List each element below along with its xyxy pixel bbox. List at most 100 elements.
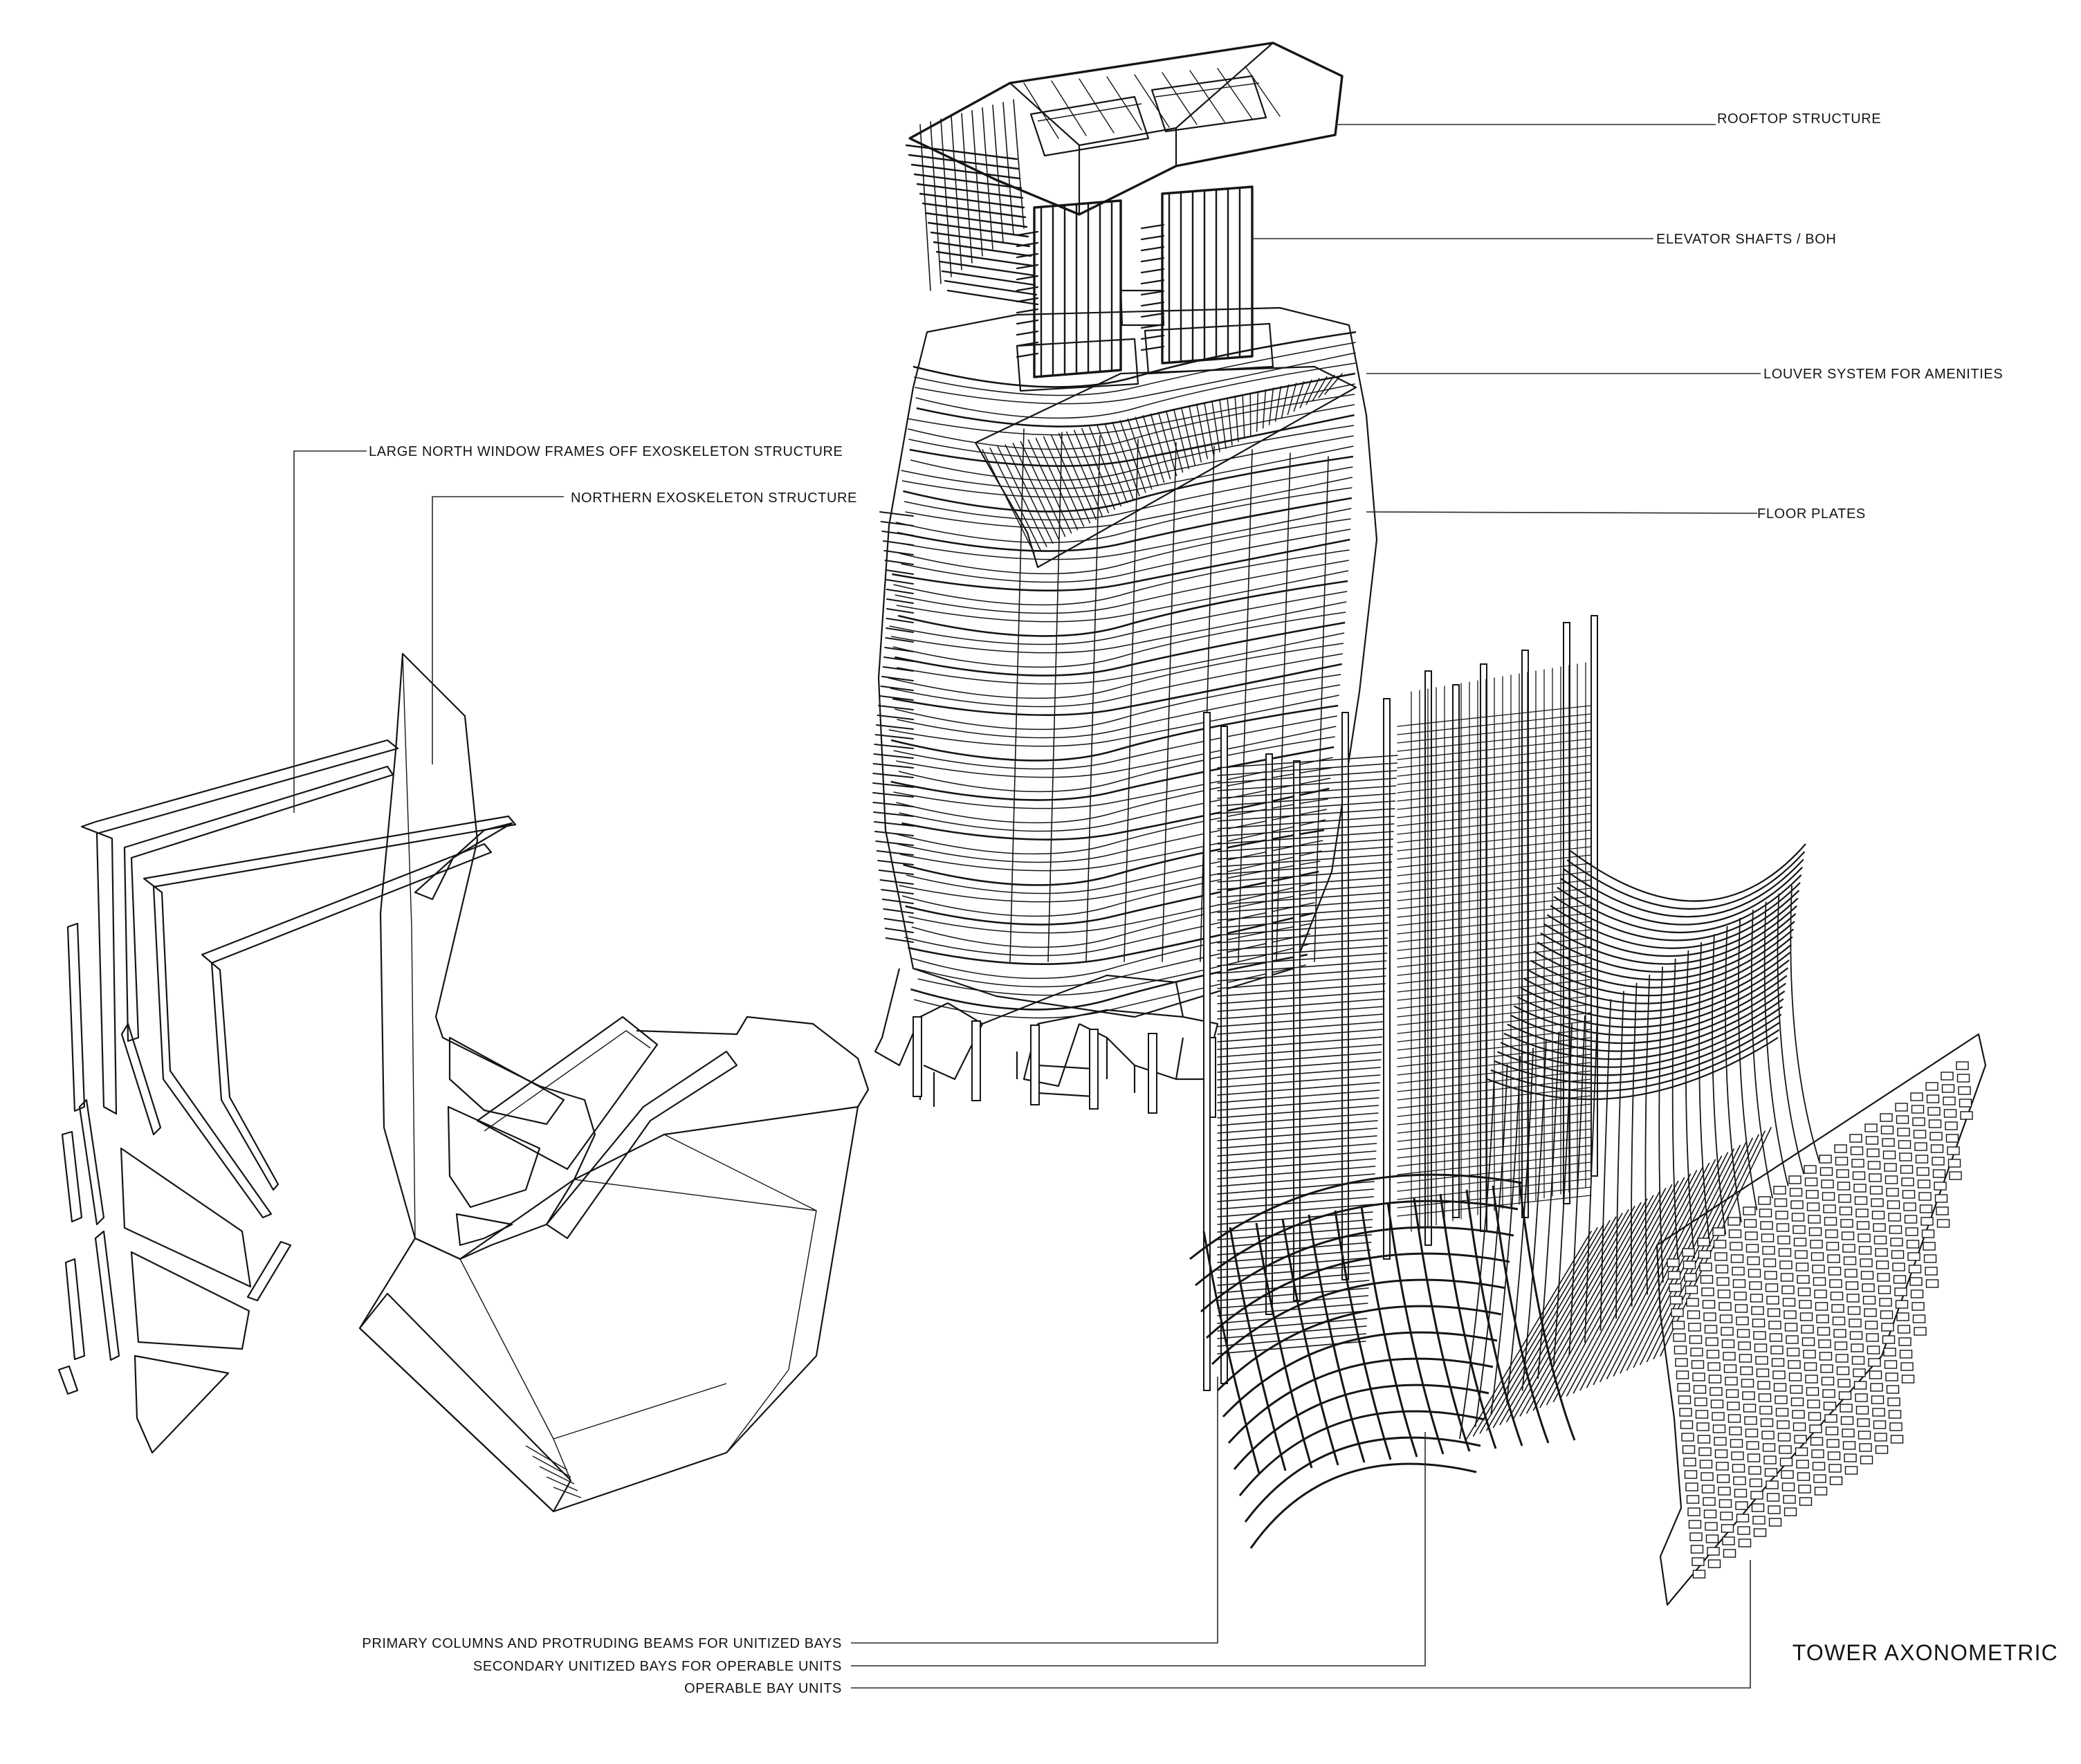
operable-unit-cell: [1886, 1385, 1900, 1394]
operable-unit-cell: [1752, 1516, 1766, 1525]
tower-mullion: [1162, 442, 1177, 962]
label-primary-columns: PRIMARY COLUMNS AND PROTRUDING BEAMS FOR…: [362, 1636, 842, 1651]
floor-plate: [899, 518, 1351, 575]
louver-blade: [1234, 396, 1239, 443]
floor-plate-edge: [885, 637, 914, 643]
elevator-stair-step: [1016, 230, 1039, 237]
operable-unit-cell: [1878, 1285, 1891, 1294]
rooftop-truss-line: [935, 250, 1034, 267]
warped-grid-line: [1546, 897, 1799, 957]
operable-unit-cell: [1688, 1520, 1702, 1529]
diagram-title: TOWER AXONOMETRIC: [1793, 1640, 2058, 1665]
floor-plate-edge: [878, 705, 914, 710]
protruding-beam: [1217, 1090, 1380, 1103]
operable-unit-cell: [1786, 1335, 1799, 1344]
floor-plate: [899, 850, 1322, 903]
floor-plate: [892, 612, 1346, 668]
operable-unit-cell: [1923, 1254, 1937, 1263]
operable-unit-cell: [1731, 1451, 1744, 1460]
protruding-beam: [1217, 876, 1392, 890]
elevator-stair-step: [1140, 323, 1165, 329]
floor-plate: [908, 881, 1318, 934]
operable-unit-cell: [1707, 1547, 1720, 1556]
louver-blade: [1027, 439, 1072, 534]
protruding-beam: [1217, 1135, 1377, 1149]
operable-unit-cell: [1904, 1215, 1918, 1224]
curved-rib: [1334, 1210, 1392, 1460]
louver-blade: [1050, 434, 1091, 524]
operable-unit-cell: [1790, 1200, 1804, 1209]
operable-unit-cell: [1703, 1497, 1716, 1506]
operable-unit-cell: [1774, 1198, 1788, 1207]
operable-unit-cell: [1884, 1360, 1898, 1369]
warped-grid-line: [1559, 866, 1803, 926]
curved-beam: [1227, 1357, 1494, 1444]
operable-unit-cell: [1825, 1229, 1838, 1238]
primary-columns-and-beams: [1203, 615, 1598, 1391]
floor-plate-edge: [879, 695, 914, 701]
floor-plate-edge: [879, 879, 914, 885]
floor-plate: [894, 798, 1328, 855]
operable-unit-cell: [1804, 1177, 1818, 1186]
rooftop-truss-diagonal: [1217, 68, 1253, 120]
operable-unit-cell: [1956, 1061, 1969, 1070]
operable-unit-cell: [1873, 1235, 1887, 1244]
operable-unit-cell: [1775, 1395, 1788, 1404]
warped-grid-line: [1526, 1198, 1648, 1414]
floor-plate: [903, 455, 1354, 513]
operable-unit-cell: [1815, 1302, 1828, 1311]
operable-unit-cell: [1891, 1250, 1905, 1259]
operable-unit-cell: [1701, 1485, 1715, 1494]
operable-unit-cell: [1917, 1179, 1931, 1188]
warped-grid-line: [1490, 1029, 1780, 1092]
operable-unit-cell: [1855, 1209, 1869, 1218]
floor-plate: [907, 912, 1314, 965]
curved-beam: [1249, 1462, 1477, 1549]
floor-plate-edge: [878, 870, 914, 875]
operable-unit-cell: [1916, 1167, 1929, 1176]
operable-unit-cell: [1809, 1424, 1822, 1433]
warped-grid-line: [1644, 975, 1651, 1295]
floor-plate: [898, 736, 1335, 793]
operable-unit-cell: [1912, 1314, 1926, 1323]
operable-unit-cell: [1784, 1507, 1797, 1516]
operable-unit-cell: [1887, 1397, 1900, 1406]
warped-grid-line: [1510, 982, 1786, 1045]
operable-unit-cell: [1690, 1545, 1704, 1554]
floor-plate: [890, 746, 1335, 801]
warped-grid-line: [1550, 890, 1800, 949]
operable-unit-cell: [1920, 1217, 1934, 1226]
warped-grid-line: [1500, 1006, 1784, 1068]
floor-plate: [888, 643, 1344, 699]
operable-unit-cell: [1941, 1084, 1955, 1093]
operable-unit-cell: [1732, 1279, 1746, 1288]
label-northern-exoskeleton: NORTHERN EXOSKELETON STRUCTURE: [571, 490, 857, 506]
operable-unit-cell: [1871, 1211, 1885, 1220]
louver-blade: [1104, 423, 1134, 500]
operable-unit-cell: [1732, 1267, 1745, 1276]
operable-unit-cell: [1912, 1302, 1925, 1311]
operable-unit-cell: [1853, 1184, 1867, 1193]
warped-grid-line: [1552, 1184, 1673, 1403]
protruding-beam: [1217, 1188, 1375, 1202]
protruding-beam: [1217, 968, 1386, 982]
operable-unit-cell: [1850, 1146, 1864, 1155]
operable-unit-cell: [1943, 1109, 1957, 1118]
curved-rib: [1413, 1197, 1471, 1452]
operable-unit-cell: [1798, 1485, 1811, 1494]
operable-unit-cell: [1822, 1389, 1835, 1398]
operable-unit-cell: [1744, 1416, 1757, 1425]
floor-plate: [893, 757, 1333, 809]
operable-unit-cell: [1840, 1404, 1853, 1413]
operable-unit-cell: [1906, 1240, 1920, 1249]
tower-mullion: [1276, 452, 1291, 962]
floor-plate-edge: [881, 899, 914, 904]
operable-unit-cell: [1683, 1260, 1696, 1269]
operable-unit-cell: [1899, 1350, 1913, 1359]
protruding-beam: [1217, 1029, 1384, 1042]
operable-unit-cell: [1737, 1526, 1750, 1535]
curved-rib: [1360, 1206, 1418, 1458]
elevator-shafts: [1016, 185, 1274, 392]
louver-blade: [997, 445, 1047, 547]
operable-unit-cell: [1790, 1397, 1804, 1406]
